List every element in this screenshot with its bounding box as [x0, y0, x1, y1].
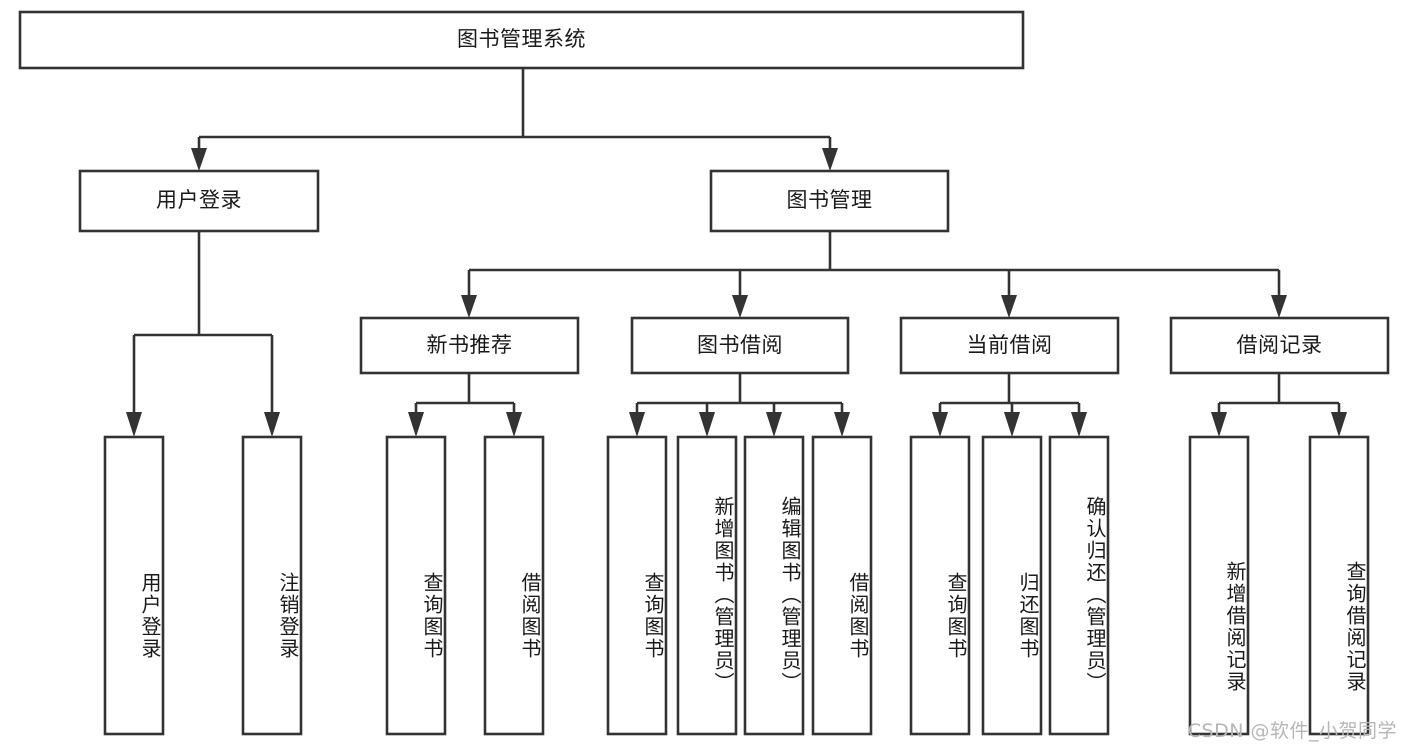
node-box-leaf-current-borrow-3[interactable] [1048, 435, 1110, 736]
arrow-head-leaf-current-borrow-1 [932, 412, 948, 437]
csdn-watermark: CSDN @软件_小贺同学 [1187, 720, 1397, 742]
arrow-head-leaf-user-login-1 [126, 412, 142, 437]
node-box-borrow-record[interactable] [1169, 316, 1390, 375]
node-box-leaf-book-borrow-2[interactable] [676, 435, 738, 736]
arrow-head-leaf-current-borrow-3 [1071, 412, 1087, 437]
arrow-head-leaf-book-borrow-1 [629, 412, 645, 437]
arrow-head-leaf-current-borrow-2 [1004, 412, 1020, 437]
node-box-leaf-book-borrow-1[interactable] [606, 435, 668, 736]
node-box-leaf-new-book-1[interactable] [385, 435, 447, 736]
node-box-leaf-new-book-2[interactable] [483, 435, 545, 736]
arrow-head-borrow-record [1271, 295, 1287, 318]
arrow-head-current-borrow [1001, 295, 1017, 318]
node-box-book-borrow[interactable] [630, 316, 850, 375]
node-box-leaf-book-borrow-4[interactable] [811, 435, 873, 736]
node-box-leaf-book-borrow-3[interactable] [743, 435, 805, 736]
node-box-leaf-borrow-record-2[interactable] [1308, 435, 1370, 736]
arrow-head-leaf-book-borrow-2 [699, 412, 715, 437]
node-box-leaf-current-borrow-1[interactable] [909, 435, 971, 736]
node-box-current-borrow[interactable] [899, 316, 1120, 375]
node-box-book-manage[interactable] [709, 169, 950, 233]
arrow-head-new-book-rec [461, 295, 477, 318]
node-box-root[interactable] [18, 10, 1025, 70]
arrow-head-leaf-user-login-2 [264, 412, 280, 437]
arrow-head-leaf-book-borrow-4 [834, 412, 850, 437]
arrow-head-leaf-borrow-record-2 [1331, 412, 1347, 437]
arrow-head-leaf-new-book-2 [506, 412, 522, 437]
node-box-leaf-user-login-1[interactable] [103, 435, 165, 736]
arrow-head-leaf-borrow-record-1 [1211, 412, 1227, 437]
node-box-leaf-user-login-2[interactable] [241, 435, 303, 736]
node-box-new-book-rec[interactable] [359, 316, 580, 375]
arrow-head-leaf-new-book-1 [408, 412, 424, 437]
arrow-head-user-login [191, 148, 207, 171]
node-box-leaf-current-borrow-2[interactable] [981, 435, 1043, 736]
node-box-user-login[interactable] [78, 169, 320, 233]
arrow-head-book-manage [822, 148, 838, 171]
node-box-leaf-borrow-record-1[interactable] [1188, 435, 1250, 736]
arrow-head-leaf-book-borrow-3 [766, 412, 782, 437]
arrow-head-book-borrow [732, 295, 748, 318]
